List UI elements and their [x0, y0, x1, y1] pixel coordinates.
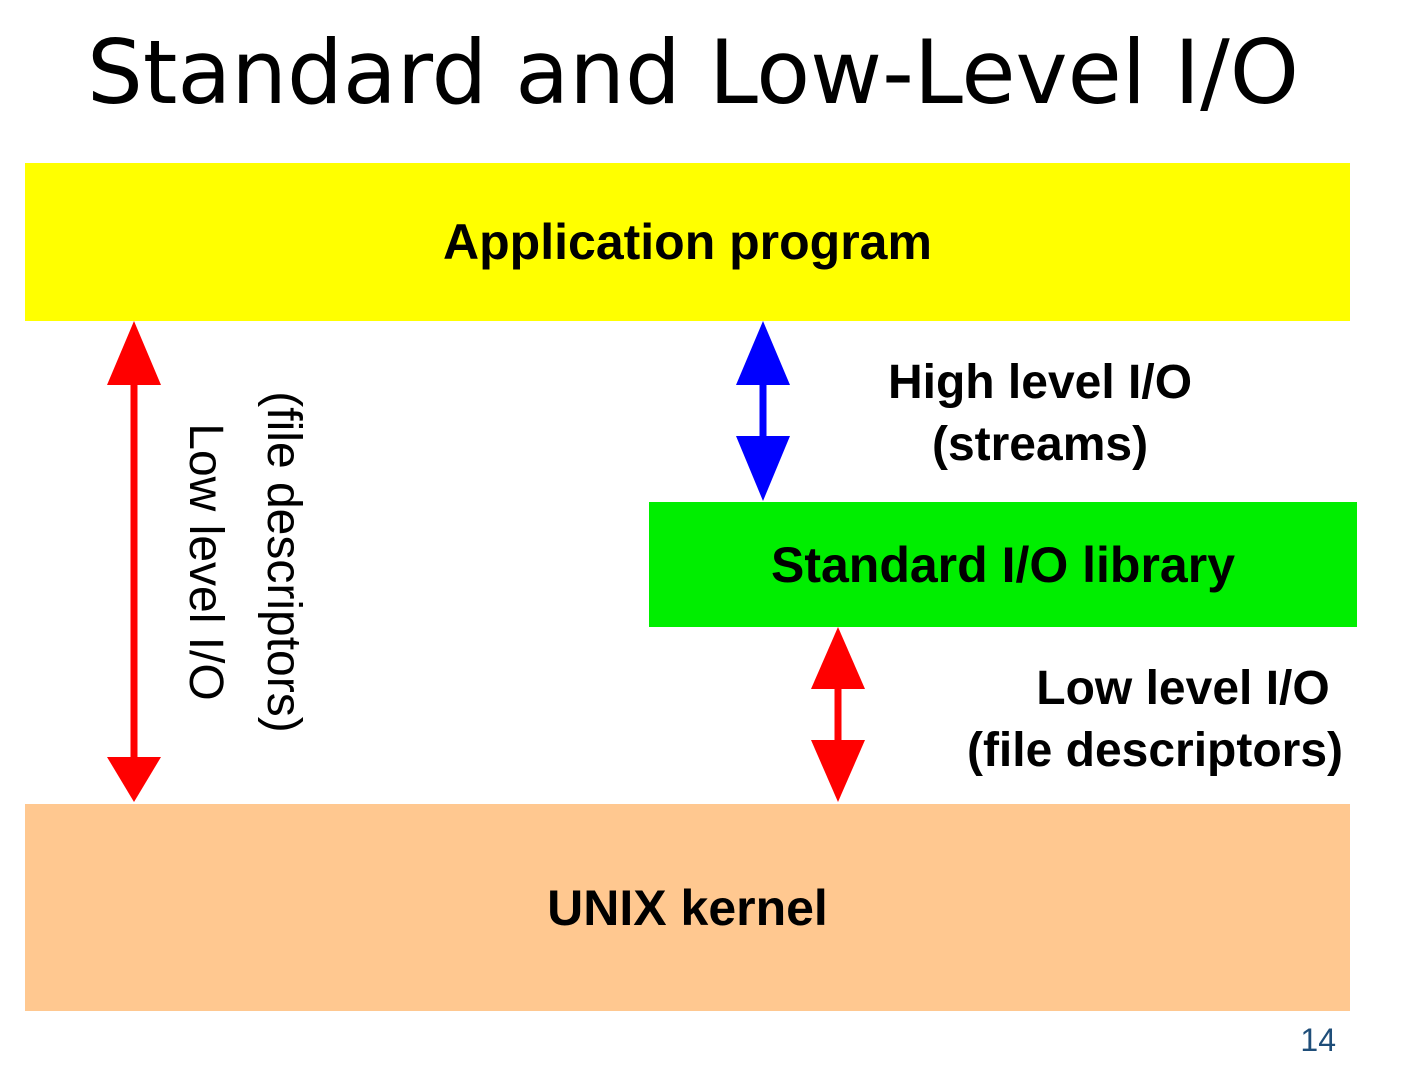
unix-kernel-box: UNIX kernel: [25, 804, 1350, 1011]
high-level-io-label: High level I/O (streams): [820, 352, 1260, 476]
low-level-io-right-line2: (file descriptors): [966, 724, 1344, 777]
left-low-level-double-arrow: [107, 321, 161, 802]
standard-io-library-box: Standard I/O library: [649, 502, 1357, 627]
low-level-io-right-line1: Low level I/O: [1036, 662, 1330, 715]
application-program-box: Application program: [25, 163, 1350, 321]
right-low-level-double-arrow: [811, 627, 865, 802]
high-level-double-arrow: [736, 321, 790, 501]
low-level-io-left-rotated: (file descriptors) Low level I/O: [166, 391, 322, 732]
low-level-io-left-line1: (file descriptors): [257, 391, 310, 733]
page-title: Standard and Low-Level I/O: [86, 21, 1300, 124]
slide-page-number: 14: [1300, 1022, 1336, 1058]
high-level-io-line2: (streams): [931, 418, 1149, 471]
standard-io-library-label: Standard I/O library: [770, 536, 1235, 593]
low-level-io-label-right: Low level I/O (file descriptors): [910, 658, 1400, 782]
low-level-io-left-line2: Low level I/O: [179, 423, 232, 701]
application-program-label: Application program: [443, 214, 932, 270]
unix-kernel-label: UNIX kernel: [547, 879, 828, 936]
high-level-io-line1: High level I/O: [887, 356, 1193, 409]
